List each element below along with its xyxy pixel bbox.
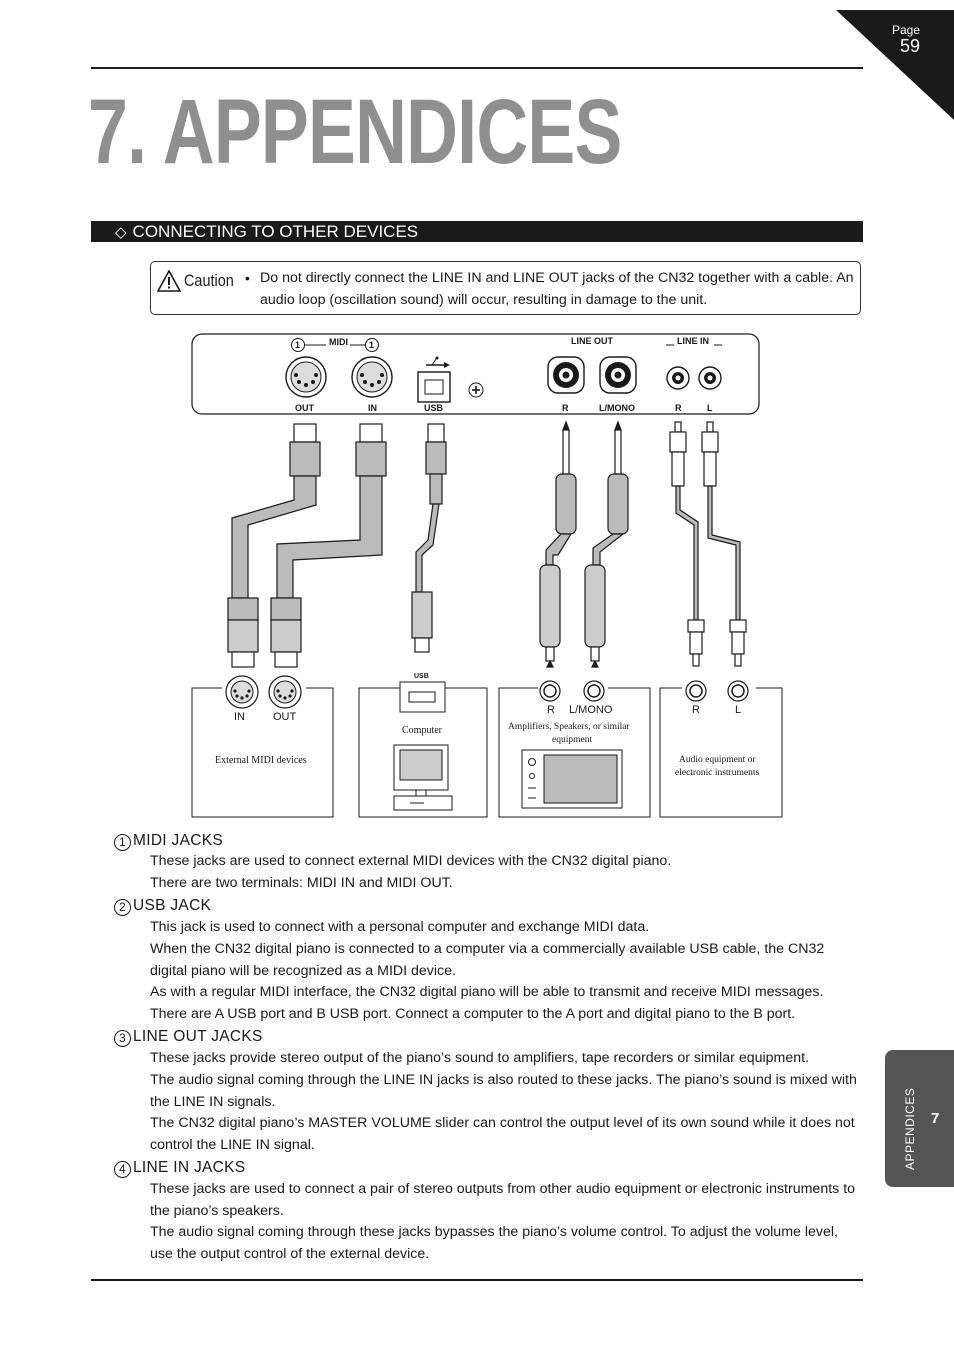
computer-caption: Computer [402,725,443,736]
circle-2-icon [468,382,484,398]
caution-bullet: • [245,270,250,286]
audio-equipment-box [659,687,783,818]
svg-text:1: 1 [369,340,374,350]
caution-text: Do not directly connect the LINE IN and … [260,270,854,308]
jack-desc-line-in-2: The audio signal coming through these ja… [150,1224,838,1262]
chapter-title: 7. APPENDICES [88,81,622,183]
panel-line-out-lmono: L/MONO [599,403,635,413]
jack-desc-midi-2: There are two terminals: MIDI IN and MID… [150,875,453,891]
device-midi-out-jack [268,675,302,709]
panel-midi-out-label: OUT [295,403,315,413]
panel-midi-in-label: IN [368,403,377,413]
panel-line-in-label: LINE IN [677,336,709,346]
line-out-cable-lmono [584,420,629,668]
line-in-l-jack [698,366,722,390]
svg-text:1: 1 [295,340,300,350]
audio-caption-line1: Audio equipment or [679,755,756,765]
warning-triangle-icon [157,270,181,292]
number-badge: 1 [114,834,131,851]
computer-box [358,687,488,818]
device-midi-out-label: OUT [273,711,297,723]
top-rule [91,67,863,69]
jack-desc-line-out-1: These jacks provide stereo output of the… [150,1050,810,1066]
computer-icon [393,744,453,811]
computer-usb-label: USB [414,673,429,680]
amp-lmono-label: L/MONO [569,704,613,716]
bottom-rule [91,1279,863,1281]
jack-desc-line-in-1: These jacks are used to connect a pair o… [150,1181,856,1219]
panel-usb-label: USB [424,403,444,413]
audio-caption-line2: electronic instruments [675,768,759,778]
amp-caption-line1: Amplifiers, Speakers, or similar [508,721,630,732]
number-badge: 3 [114,1030,131,1047]
audio-l-label: L [735,704,741,716]
panel-line-out-label: LINE OUT [571,336,614,346]
page-number: 59 [899,36,920,56]
number-badge: 4 [114,1161,131,1178]
jack-desc-usb-1: This jack is used to connect with a pers… [150,919,650,935]
audio-l-jack [727,680,749,702]
section-heading: CONNECTING TO OTHER DEVICES [132,222,419,241]
side-tab-number: 7 [931,1110,940,1127]
usb-symbol-icon [426,356,450,368]
line-in-r-jack [666,366,690,390]
caution-label: Caution [184,271,234,290]
device-midi-in-label: IN [234,711,245,723]
line-in-cable-l [701,421,747,667]
audio-r-label: R [692,704,700,716]
amp-lmono-jack [583,680,605,702]
audio-r-jack [685,680,707,702]
number-badge: 2 [114,899,131,916]
jack-desc-line-out-2: The audio signal coming through the LINE… [150,1072,857,1110]
jack-desc-usb-3: As with a regular MIDI interface, the CN… [150,984,824,1000]
jack-desc-usb-2: When the CN32 digital piano is connected… [150,941,825,979]
page-label: Page [891,23,920,37]
midi-device-caption: External MIDI devices [215,755,307,766]
line-out-lmono-jack [599,356,637,394]
connection-diagram: MIDI 1 1 OUT IN USB LINE OUT R L/MONO [191,333,783,818]
circle-1-icon: 1 [365,338,379,352]
amp-caption-line2: equipment [552,735,592,745]
amp-r-label: R [547,704,555,716]
piano-jack-panel [191,333,760,415]
side-tab-label: APPENDICES [903,1087,917,1170]
amplifier-box [498,687,651,818]
midi-cable-out [227,423,321,668]
amp-r-jack [539,680,561,702]
diamond-icon: ◇ [115,224,127,241]
line-out-cable-r [539,420,577,668]
circle-1-icon: 1 [291,338,305,352]
jack-desc-midi-1: These jacks are used to connect external… [150,853,672,869]
midi-out-jack [285,356,327,398]
device-midi-in-jack [225,675,259,709]
panel-line-in-r: R [675,403,682,413]
chapter-side-tab: APPENDICES 7 [885,1050,954,1187]
midi-device-box [191,687,334,818]
page-corner [836,10,954,120]
line-in-cable-r [669,421,705,667]
section-heading-bar: ◇ CONNECTING TO OTHER DEVICES [91,221,863,242]
jack-desc-usb-4: There are A USB port and B USB port. Con… [150,1006,796,1022]
midi-cable-in [270,423,387,668]
caution-box: Caution • Do not directly connect the LI… [150,261,861,315]
midi-in-jack [351,356,393,398]
amplifier-icon [521,749,623,809]
usb-cable [411,423,447,653]
panel-line-in-l: L [707,403,713,413]
jack-desc-line-out-3: The CN32 digital piano’s MASTER VOLUME s… [150,1115,855,1153]
line-out-r-jack [547,356,585,394]
panel-line-out-r: R [562,403,569,413]
panel-midi-label: MIDI [329,337,348,347]
